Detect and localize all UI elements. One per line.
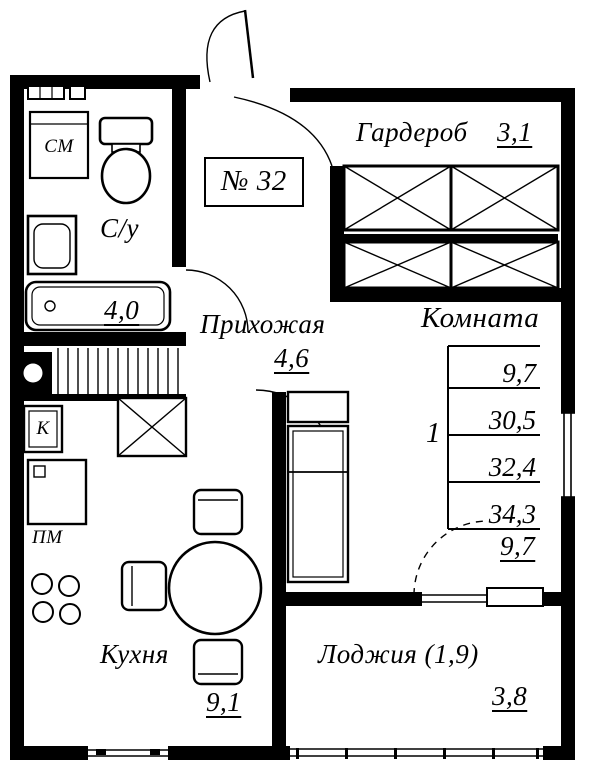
kitchen-label: Кухня [100, 639, 169, 669]
hallway-area: 4,6 [274, 343, 310, 373]
loggia-glazing [290, 746, 543, 760]
dining-table-icon [120, 488, 263, 686]
cabinet-label: К [36, 418, 50, 439]
cabinet-box [22, 404, 64, 454]
bathtub-icon [24, 280, 172, 332]
room-area: 9,7 [500, 531, 536, 561]
vent-grilles-icon [27, 85, 86, 100]
shelving-unit-bottom-icon [342, 240, 560, 290]
area-table-lines [447, 345, 540, 530]
rooms-count: 1 [426, 417, 441, 449]
washing-machine-icon [28, 110, 90, 180]
duct-shaft [14, 348, 179, 394]
chair-icon [120, 560, 168, 612]
toilet-icon [98, 116, 154, 205]
dishwasher-label: ПМ [32, 527, 63, 548]
apartment-number-box [204, 157, 304, 207]
entrance-door [206, 9, 333, 167]
sink-icon [26, 214, 78, 276]
washing-machine-label: СМ [44, 136, 74, 157]
balcony-door [413, 520, 544, 607]
room-label: Комната [421, 302, 540, 334]
kitchen-window [88, 746, 168, 760]
dishwasher-icon [26, 458, 88, 526]
room-window [561, 412, 575, 498]
hallway-label: Прихожая [200, 309, 326, 339]
stove-icon [31, 573, 81, 625]
balcony-door-swing-dashed [413, 520, 489, 596]
wardrobe-area: 3,1 [497, 117, 533, 147]
loggia-window-sill [422, 594, 487, 603]
vent-box-icon [116, 396, 188, 458]
area-table-value: 32,4 [488, 452, 536, 482]
area-table-value: 9,7 [502, 358, 536, 388]
shelving-unit-top-icon [342, 164, 560, 232]
bathroom-door-arc [185, 269, 249, 333]
chair-icon [192, 638, 244, 686]
chair-icon [192, 488, 244, 536]
kitchen-area: 9,1 [206, 687, 242, 717]
closet-icon [286, 390, 350, 584]
table-top [167, 540, 263, 636]
apartment-number: № 32 [221, 165, 287, 197]
area-table-value: 34,3 [488, 499, 536, 529]
bathroom-area: 4,0 [104, 295, 140, 325]
loggia-area: 3,8 [492, 681, 528, 711]
bathroom-label: С/у [100, 213, 139, 243]
area-table-value: 30,5 [488, 405, 536, 435]
shelving-frame-bar [344, 234, 558, 242]
loggia-label: Лоджия (1,9) [318, 639, 479, 669]
wardrobe-label: Гардероб [356, 117, 468, 147]
